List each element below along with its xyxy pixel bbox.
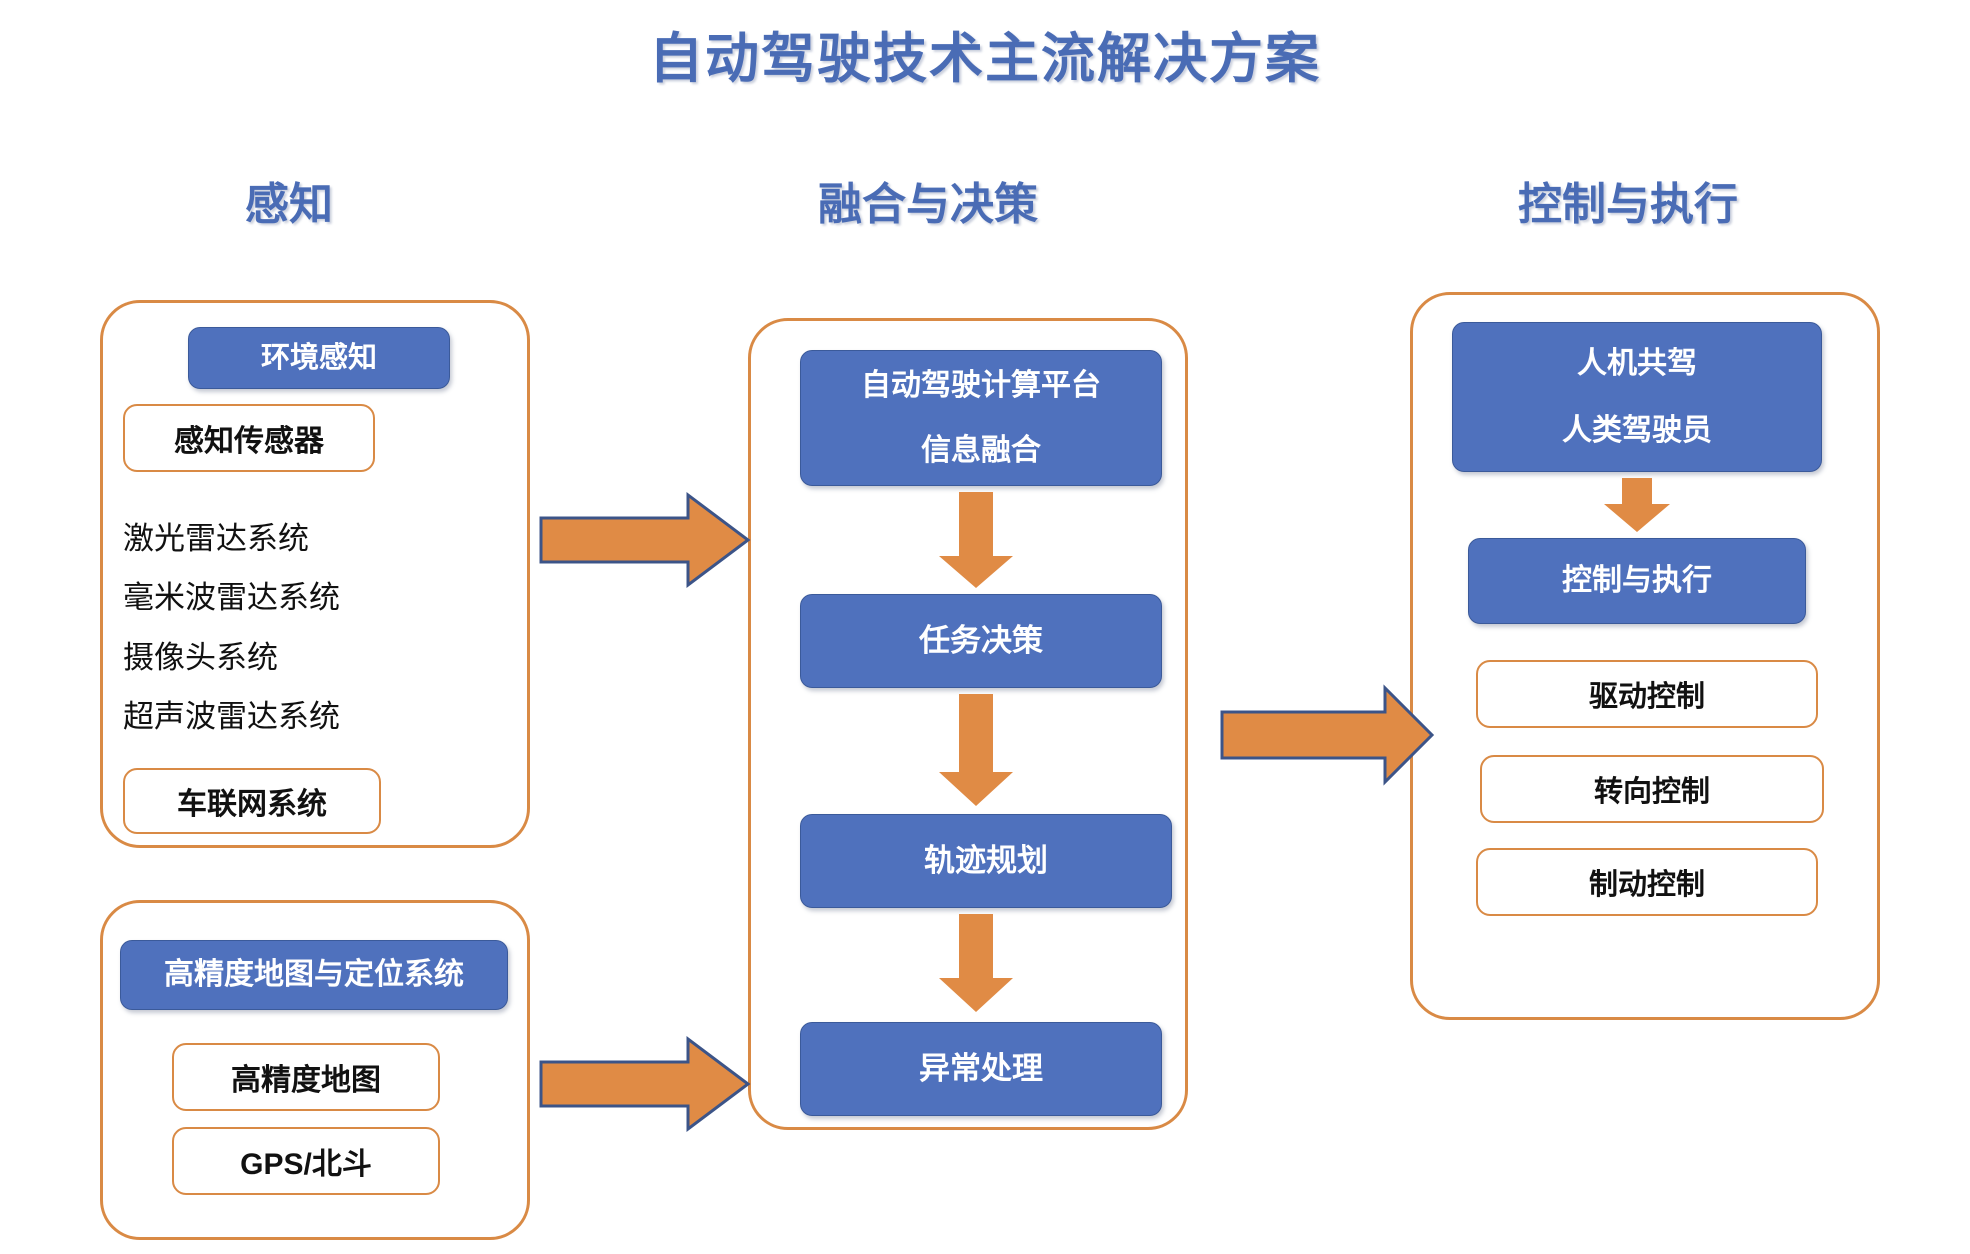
node-trajectory-planning[interactable]: 轨迹规划: [800, 814, 1172, 908]
column-header-perception: 感知: [245, 180, 333, 229]
node-label: 高精度地图与定位系统: [164, 958, 464, 992]
node-label: 控制与执行: [1562, 564, 1712, 598]
group-container-perception: [100, 300, 530, 848]
node-hdmap[interactable]: 高精度地图: [172, 1043, 440, 1111]
node-exception-handling[interactable]: 异常处理: [800, 1022, 1162, 1116]
node-label: GPS/北斗: [240, 1148, 372, 1181]
node-label: 高精度地图: [231, 1064, 381, 1097]
list-item-lidar: 激光雷达系统: [123, 521, 309, 557]
node-internet-of-vehicles[interactable]: 车联网系统: [123, 768, 381, 834]
node-label: 车联网系统: [177, 788, 327, 821]
node-label: 驱动控制: [1588, 681, 1705, 713]
node-hdmap-localization-system[interactable]: 高精度地图与定位系统: [120, 940, 508, 1010]
node-control-execution[interactable]: 控制与执行: [1468, 538, 1806, 624]
node-label: 轨迹规划: [924, 842, 1048, 878]
arrow-right-icon-perception-to-fusion: [539, 492, 751, 588]
node-gps-beidou[interactable]: GPS/北斗: [172, 1127, 440, 1195]
node-label-line2: 信息融合: [921, 434, 1041, 467]
arrow-right-icon-localization-to-fusion: [539, 1036, 751, 1132]
node-steering-control[interactable]: 转向控制: [1480, 755, 1824, 823]
arrow-right-icon-fusion-to-control: [1220, 684, 1435, 786]
page-title: 自动驾驶技术主流解决方案: [649, 29, 1321, 89]
list-item-camera: 摄像头系统: [123, 640, 278, 676]
node-autonomous-driving-computing-platform[interactable]: 自动驾驶计算平台 信息融合: [800, 350, 1162, 486]
node-label-line1: 人机共驾: [1577, 346, 1697, 380]
list-item-ultrasonic-radar: 超声波雷达系统: [123, 699, 340, 735]
column-header-control: 控制与执行: [1518, 180, 1738, 229]
node-label: 环境感知: [260, 341, 377, 374]
node-drive-control[interactable]: 驱动控制: [1476, 660, 1818, 728]
node-environment-perception[interactable]: 环境感知: [188, 327, 450, 389]
node-human-machine-co-driving[interactable]: 人机共驾 人类驾驶员: [1452, 322, 1822, 472]
column-header-fusion: 融合与决策: [818, 180, 1038, 229]
node-task-decision[interactable]: 任务决策: [800, 594, 1162, 688]
node-label-line1: 自动驾驶计算平台: [861, 368, 1101, 402]
node-label: 任务决策: [919, 622, 1043, 658]
node-label-line2: 人类驾驶员: [1562, 414, 1712, 447]
node-label: 制动控制: [1588, 869, 1705, 901]
node-brake-control[interactable]: 制动控制: [1476, 848, 1818, 916]
list-item-millimeter-wave-radar: 毫米波雷达系统: [123, 580, 340, 616]
node-label: 感知传感器: [174, 425, 324, 458]
node-perception-sensors[interactable]: 感知传感器: [123, 404, 375, 472]
node-label: 异常处理: [919, 1050, 1043, 1086]
node-label: 转向控制: [1593, 776, 1710, 808]
